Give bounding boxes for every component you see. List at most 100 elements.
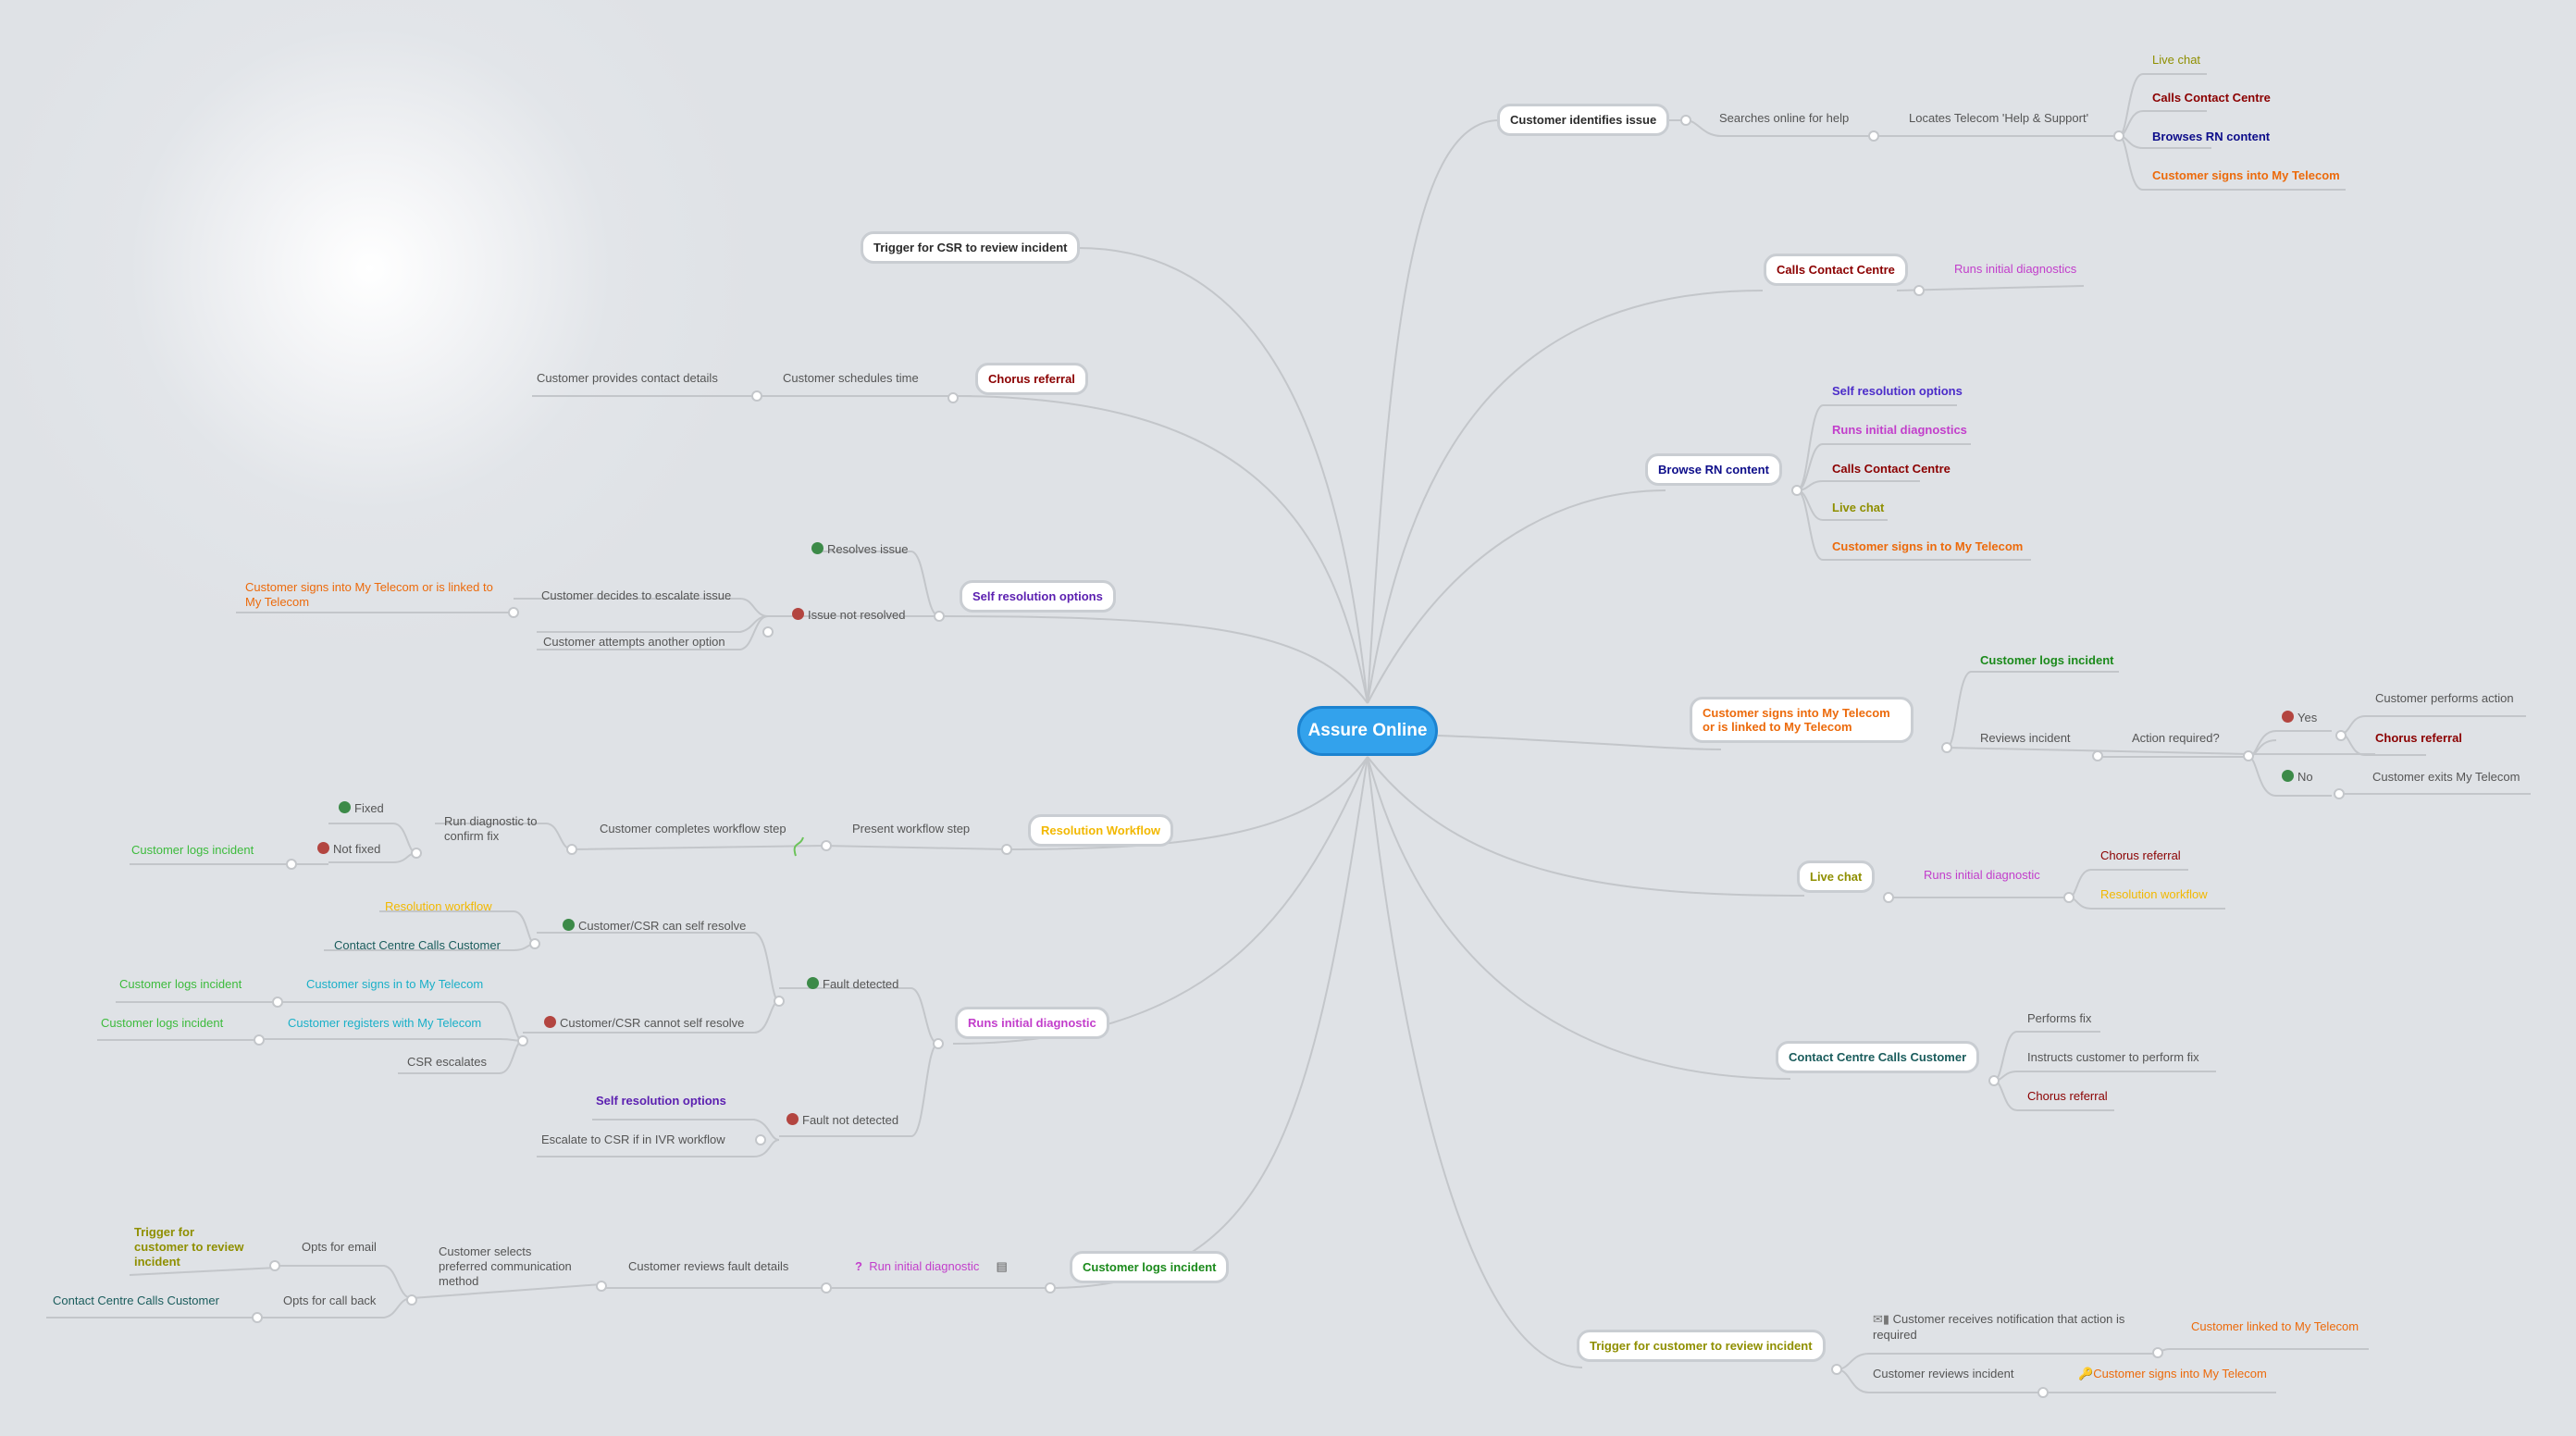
si-yes-label: Yes (2297, 711, 2318, 724)
root-topic[interactable]: Assure Online (1297, 706, 1438, 756)
subtopic-ci-live-chat[interactable]: Live chat (2152, 53, 2201, 67)
subtopic-lc-chorus-referral[interactable]: Chorus referral (2100, 848, 2181, 862)
subtopic-rd-self-res[interactable]: Self resolution options (596, 1094, 726, 1108)
subtopic-rd-resolution-workflow[interactable]: Resolution workflow (385, 899, 492, 913)
green-status-icon (339, 801, 351, 813)
subtopic-si-performs-action[interactable]: Customer performs action (2375, 691, 2514, 705)
subtopic-cl-trigger[interactable]: Trigger for customer to review incident (134, 1225, 244, 1269)
subtopic-cl-run-initial[interactable]: ? Run initial diagnostic ▤ (855, 1259, 1008, 1274)
subtopic-cl-selects-pref[interactable]: Customer selects preferred communication… (439, 1244, 572, 1288)
subtopic-tc-signs-in[interactable]: 🔑Customer signs into My Telecom (2078, 1367, 2267, 1381)
subtopic-rw-not-fixed[interactable]: Not fixed (317, 842, 380, 857)
subtopic-lc-resolution-workflow[interactable]: Resolution workflow (2100, 887, 2208, 901)
subtopic-rd-fault-not[interactable]: Fault not detected (786, 1113, 898, 1128)
subtopic-rd-logs-1[interactable]: Customer logs incident (119, 977, 242, 991)
subtopic-sr-resolves[interactable]: Resolves issue (811, 542, 908, 557)
subtopic-rd-cc-calls[interactable]: Contact Centre Calls Customer (334, 938, 501, 952)
subtopic-br-runs-initial[interactable]: Runs initial diagnostics (1832, 423, 1967, 437)
topic-cc-calls-customer[interactable]: Contact Centre Calls Customer (1776, 1041, 1980, 1073)
subtopic-ci-calls-cc[interactable]: Calls Contact Centre (2152, 91, 2271, 105)
subtopic-rd-fault-detected[interactable]: Fault detected (807, 977, 898, 992)
sr-resolves-label: Resolves issue (827, 542, 909, 556)
subtopic-si-action-required[interactable]: Action required? (2132, 731, 2220, 745)
rd-fault-detected-label: Fault detected (823, 977, 899, 991)
subtopic-tc-reviews[interactable]: Customer reviews incident (1873, 1367, 2014, 1380)
red-status-icon (317, 842, 329, 854)
subtopic-rd-logs-2[interactable]: Customer logs incident (101, 1016, 224, 1030)
subtopic-rd-registers[interactable]: Customer registers with My Telecom (288, 1016, 482, 1030)
green-status-icon (563, 919, 575, 931)
subtopic-rd-can-self[interactable]: Customer/CSR can self resolve (563, 919, 746, 934)
subtopic-br-signs-in[interactable]: Customer signs in to My Telecom (1832, 539, 2024, 553)
subtopic-br-calls-cc[interactable]: Calls Contact Centre (1832, 462, 1951, 476)
subtopic-si-yes[interactable]: Yes (2282, 711, 2317, 725)
subtopic-si-exits[interactable]: Customer exits My Telecom (2372, 770, 2520, 784)
subtopic-rd-csr-escalates[interactable]: CSR escalates (407, 1055, 487, 1069)
topic-customer-logs[interactable]: Customer logs incident (1070, 1251, 1230, 1283)
subtopic-ccc-chorus-referral[interactable]: Chorus referral (2027, 1089, 2108, 1103)
green-status-icon (811, 542, 824, 554)
subtopic-rd-signs-in[interactable]: Customer signs in to My Telecom (306, 977, 484, 991)
tc-notification-label: Customer receives notification that acti… (1873, 1312, 2125, 1342)
subtopic-cc-runs-initial[interactable]: Runs initial diagnostics (1954, 262, 2077, 276)
topic-signs-in-linked[interactable]: Customer signs into My Telecom or is lin… (1690, 697, 1913, 743)
subtopic-si-no[interactable]: No (2282, 770, 2313, 785)
subtopic-rw-logs-incident[interactable]: Customer logs incident (131, 843, 254, 857)
topic-customer-identifies-issue[interactable]: Customer identifies issue (1497, 104, 1670, 136)
green-status-icon (2282, 770, 2294, 782)
subtopic-br-self-res[interactable]: Self resolution options (1832, 384, 1963, 398)
cl-run-initial-label: Run initial diagnostic (869, 1259, 980, 1273)
subtopic-sr-signs-in-linked[interactable]: Customer signs into My Telecom or is lin… (245, 580, 493, 609)
subtopic-ci-browses-rn[interactable]: Browses RN content (2152, 130, 2271, 143)
topic-live-chat[interactable]: Live chat (1797, 860, 1876, 893)
red-status-icon (2282, 711, 2294, 723)
red-status-icon (544, 1016, 556, 1028)
subtopic-searches-online[interactable]: Searches online for help (1719, 111, 1850, 125)
subtopic-br-live-chat[interactable]: Live chat (1832, 501, 1885, 514)
rw-fixed-label: Fixed (354, 801, 384, 815)
subtopic-locates-help[interactable]: Locates Telecom 'Help & Support' (1909, 111, 2089, 125)
subtopic-si-logs-incident[interactable]: Customer logs incident (1980, 653, 2114, 667)
subtopic-rw-present[interactable]: Present workflow step (852, 822, 971, 836)
subtopic-cl-cc-calls[interactable]: Contact Centre Calls Customer (53, 1294, 219, 1307)
subtopic-ci-signs-in[interactable]: Customer signs into My Telecom (2152, 168, 2340, 182)
red-status-icon (786, 1113, 799, 1125)
subtopic-cl-opts-call[interactable]: Opts for call back (283, 1294, 377, 1307)
subtopic-si-chorus-referral[interactable]: Chorus referral (2375, 731, 2462, 745)
subtopic-cl-reviews-fault[interactable]: Customer reviews fault details (628, 1259, 789, 1273)
connector-nodes (252, 115, 2347, 1398)
topic-trigger-csr[interactable]: Trigger for CSR to review incident (861, 231, 1081, 264)
subtopic-rd-escalate-csr[interactable]: Escalate to CSR if in IVR workflow (541, 1133, 725, 1146)
key-icon: 🔑 (2078, 1367, 2094, 1380)
tc-signs-in-label: Customer signs into My Telecom (2093, 1367, 2267, 1380)
subtopic-cr-schedules[interactable]: Customer schedules time (783, 371, 919, 385)
subtopic-lc-runs-initial[interactable]: Runs initial diagnostic (1924, 868, 2040, 882)
subtopic-rw-run-diag[interactable]: Run diagnostic to confirm fix (444, 814, 538, 843)
subtopic-sr-escalate[interactable]: Customer decides to escalate issue (541, 588, 732, 602)
subtopic-sr-not-resolved[interactable]: Issue not resolved (792, 608, 906, 623)
red-status-icon (792, 608, 804, 620)
subtopic-rw-completes[interactable]: Customer completes workflow step (600, 822, 786, 836)
topic-calls-contact-centre[interactable]: Calls Contact Centre (1764, 254, 1908, 286)
subtopic-tc-notification[interactable]: ✉▮ Customer receives notification that a… (1873, 1311, 2141, 1343)
subtopic-ccc-performs-fix[interactable]: Performs fix (2027, 1011, 2092, 1025)
topic-resolution-workflow[interactable]: Resolution Workflow (1028, 814, 1174, 847)
topic-self-resolution[interactable]: Self resolution options (960, 580, 1116, 613)
rw-not-fixed-label: Not fixed (333, 842, 381, 856)
subtopic-cr-contact-details[interactable]: Customer provides contact details (537, 371, 718, 385)
topic-runs-initial-diag[interactable]: Runs initial diagnostic (955, 1007, 1109, 1039)
subtopic-si-reviews-incident[interactable]: Reviews incident (1980, 731, 2071, 745)
notes-icon: ▤ (996, 1259, 1008, 1273)
subtopic-rw-fixed[interactable]: Fixed (339, 801, 384, 816)
rd-can-self-label: Customer/CSR can self resolve (578, 919, 747, 933)
subtopic-rd-cannot-self[interactable]: Customer/CSR cannot self resolve (544, 1016, 744, 1031)
subtopic-cl-opts-email[interactable]: Opts for email (302, 1240, 377, 1254)
subtopic-tc-linked[interactable]: Customer linked to My Telecom (2191, 1319, 2359, 1333)
topic-trigger-customer[interactable]: Trigger for customer to review incident (1577, 1330, 1826, 1362)
topic-chorus-referral[interactable]: Chorus referral (975, 363, 1088, 395)
topic-browse-rn-content[interactable]: Browse RN content (1645, 453, 1782, 486)
green-status-icon (807, 977, 819, 989)
subtopic-sr-another-option[interactable]: Customer attempts another option (543, 635, 725, 649)
subtopic-ccc-instructs[interactable]: Instructs customer to perform fix (2027, 1050, 2199, 1064)
